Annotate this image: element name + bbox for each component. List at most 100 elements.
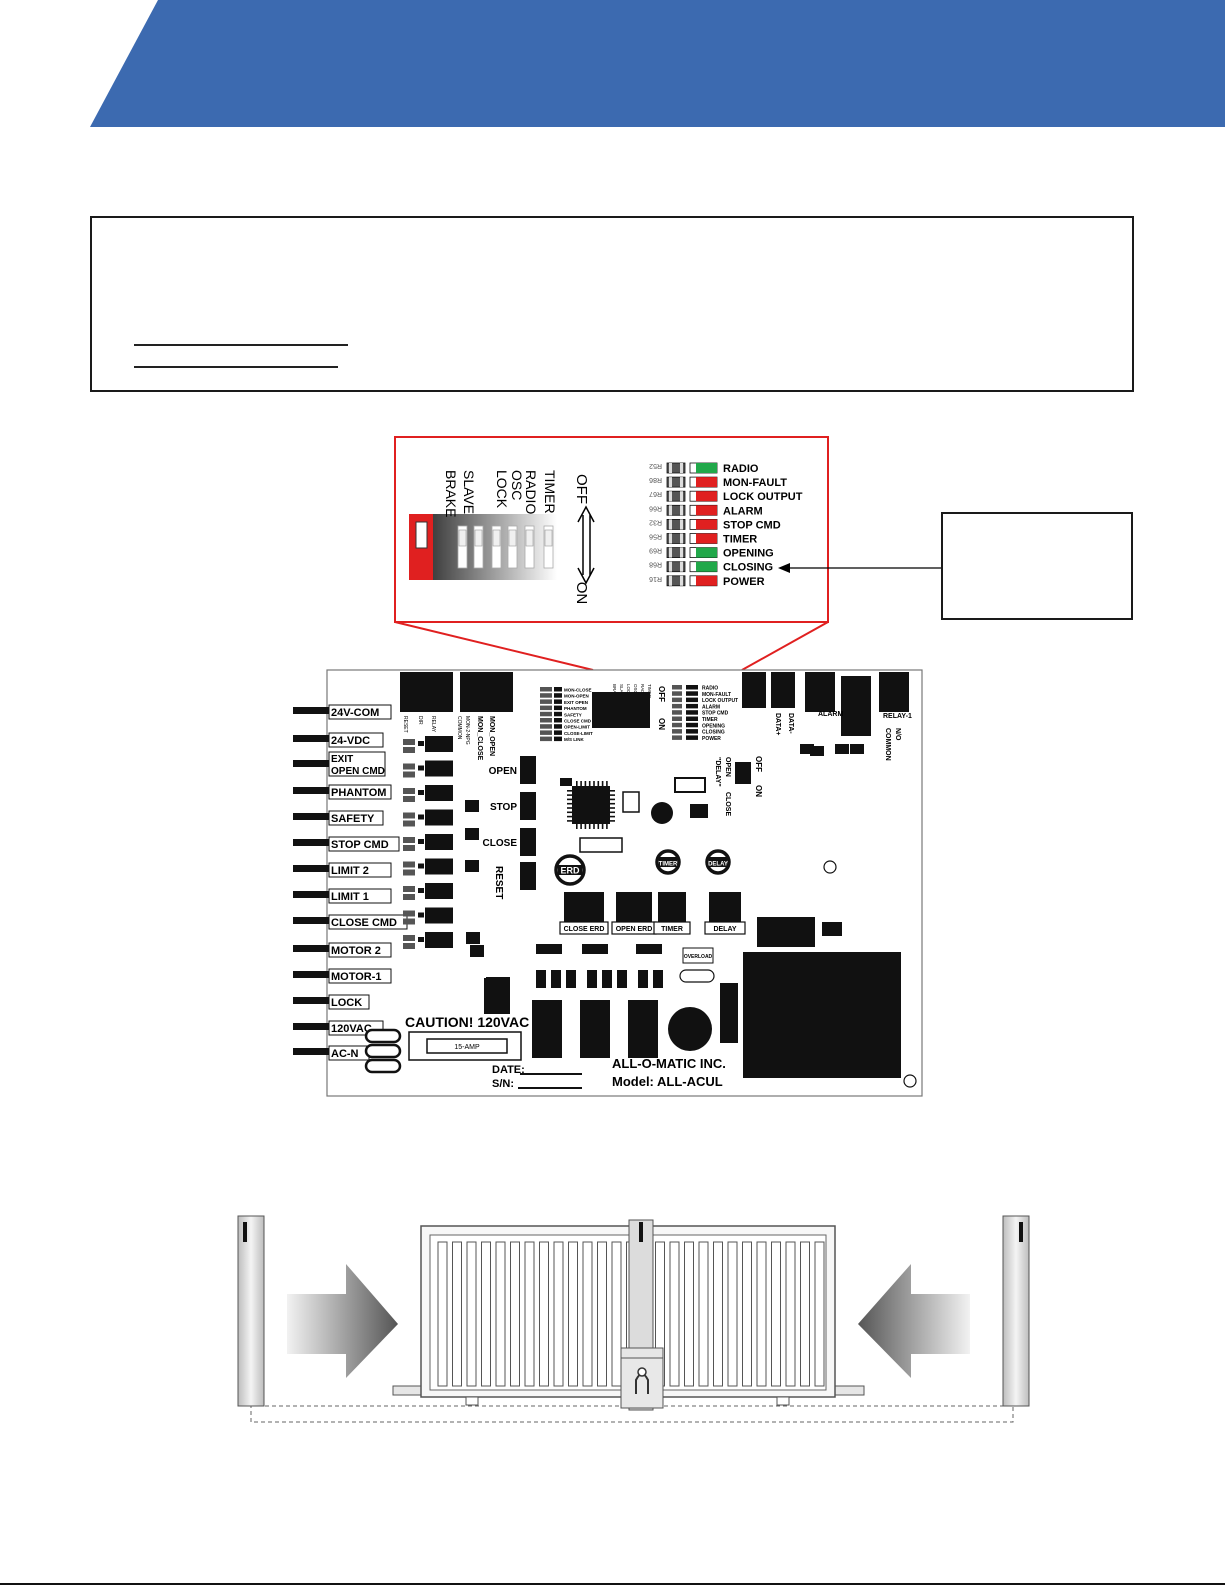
terminal-label: 24V-COM [331,707,379,719]
board-label-common-2: COMMON [456,716,462,740]
diode [536,970,546,988]
mini-resistor [672,697,682,703]
arrow-right-icon [287,1264,398,1378]
resistor-band [669,533,672,544]
dip-switch [409,514,557,580]
mcu-pin [597,824,600,829]
callout-arrow [778,563,941,573]
terminal-box [328,862,392,878]
input-resistor [403,869,415,876]
mini-led [686,716,698,721]
board-label-no: N/O [894,728,901,741]
mini-resistor [540,693,552,698]
mcu-pin [601,824,604,829]
gate-bar [800,1241,810,1387]
wire-loop [364,1058,402,1074]
led-label: ALARM [723,505,763,517]
input-diode [418,912,424,918]
smd-part [850,744,864,754]
opto-chip [425,809,453,826]
mini-input-label: MON-CLOSE [564,688,592,693]
dip-label-osc: OSC [509,470,525,500]
mini-led [686,710,698,715]
delay-switch-delay: "DELAY" [714,757,721,787]
relay-label-box [653,921,691,935]
pot-label-bg [659,857,677,867]
input-resistor [403,918,415,925]
terminal-label: PHANTOM [331,787,386,799]
ic-chip [465,800,479,812]
mcu-pin [580,781,582,786]
resistor-band [669,505,672,516]
mcu-chip [572,786,610,824]
resistor-band [669,519,672,530]
gate-lock [620,1357,664,1409]
resistor-band [680,477,683,488]
diode [536,944,562,954]
led-resistor [666,547,686,558]
mcu-pin [584,824,587,829]
input-resistor [403,886,415,892]
gate-bar [466,1241,477,1387]
button-label: OPEN [489,766,517,777]
resistor-band [680,505,683,516]
diode [638,970,648,988]
note-underline-2 [134,366,338,368]
led-resistor [666,476,686,488]
led-resistor [666,519,686,530]
mini-led-label: ALARM [702,704,720,710]
model-label: Model: ALL-ACUL [612,1074,723,1089]
terminal-pin [293,839,329,846]
led-ref: R67 [649,490,662,497]
mcu-pin [610,794,615,796]
mcu-pin [567,807,572,809]
terminal-box [328,784,392,800]
opto-chip [425,785,453,801]
mini-led-label: RADIO [702,686,718,692]
gate-bar [771,1241,781,1387]
terminal-box [328,968,392,984]
input-resistor [403,747,415,753]
mini-resistor [540,699,552,704]
opto-chip [425,858,453,875]
gate-bar [611,1241,622,1387]
mini-input-label: MON-OPEN [564,694,589,699]
mcu-pin [580,824,582,829]
led-ref: R66 [649,504,662,511]
maker-label: ALL-O-MATIC INC. [612,1056,726,1071]
terminal-box [328,751,386,777]
mcu-pin [610,802,615,805]
input-diode [418,741,424,746]
terminal-box [328,942,392,958]
button-open [520,756,536,784]
terminal-pin [293,813,329,820]
gate-bar [742,1241,752,1387]
mcu-pin [610,820,615,822]
diode [582,944,608,954]
terminal-pin [293,997,329,1004]
led-green-icon [696,547,717,558]
bottom-rule [0,1583,1225,1585]
led-label: RADIO [723,463,759,475]
mcu-pin [567,794,572,796]
pot-label-bg [709,857,727,867]
mini-input-label: M/S LINK [564,737,584,742]
mini-input-label: EXIT OPEN [564,700,588,705]
led-label: POWER [723,576,765,588]
mcu-pin [606,824,608,829]
mcu-pin [576,824,578,829]
mini-dip-label: OSC [633,684,638,695]
terminal-pin [293,891,329,898]
mini-off-label: OFF [657,686,666,702]
diode [551,970,561,988]
dip-lever [544,529,553,547]
mini-led [554,736,562,742]
mcu-pin [567,811,572,814]
gate-bar [568,1241,578,1387]
delay-switch-close: CLOSE [724,792,731,816]
input-resistor [403,837,415,843]
input-resistor [403,845,415,851]
mini-resistor [672,716,682,721]
mini-input-label: PHANTOM [564,706,587,711]
